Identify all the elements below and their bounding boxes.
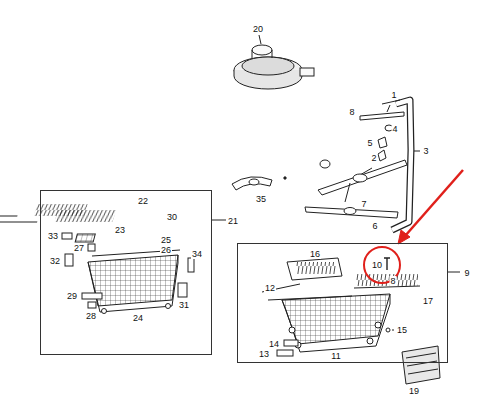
callout-number: 23 [114, 225, 126, 235]
callout-number: 5 [366, 138, 373, 148]
callout-number: 12 [264, 283, 276, 293]
callout-number: 10 [371, 260, 383, 270]
callout-number: 25 [160, 235, 172, 245]
callout-number: 14 [268, 339, 280, 349]
callout-number: 8 [389, 276, 396, 286]
callout-number: 24 [132, 313, 144, 323]
callout-number: 13 [258, 349, 270, 359]
callout-number: 28 [85, 311, 97, 321]
callout-number: 26 [160, 245, 172, 255]
callout-number: 17 [422, 296, 434, 306]
callout-number: 2 [370, 153, 377, 163]
group-box: 21 [40, 190, 212, 355]
callout-number: 4 [391, 124, 398, 134]
callout-number: 22 [137, 196, 149, 206]
callout-number: 8 [348, 107, 355, 117]
callout-number: 9 [463, 268, 470, 278]
callout-number: 1 [390, 90, 397, 100]
callout-number: 29 [66, 291, 78, 301]
callout-number: 11 [330, 351, 341, 361]
callout-number: 31 [178, 300, 190, 310]
callout-number: 15 [396, 325, 408, 335]
callout-number: 32 [49, 256, 61, 266]
callout-number: 21 [227, 216, 239, 226]
callout-number: 34 [191, 249, 203, 259]
callout-number: 30 [166, 212, 178, 222]
callout-number: 7 [360, 199, 367, 209]
callout-number: 33 [47, 231, 59, 241]
callout-number: 20 [252, 24, 264, 34]
callout-number: 6 [371, 221, 378, 231]
callout-number: 35 [255, 194, 267, 204]
callout-number: 3 [422, 146, 429, 156]
callout-number: 19 [408, 386, 420, 396]
callout-number: 16 [309, 249, 321, 259]
callout-number: 27 [73, 243, 85, 253]
